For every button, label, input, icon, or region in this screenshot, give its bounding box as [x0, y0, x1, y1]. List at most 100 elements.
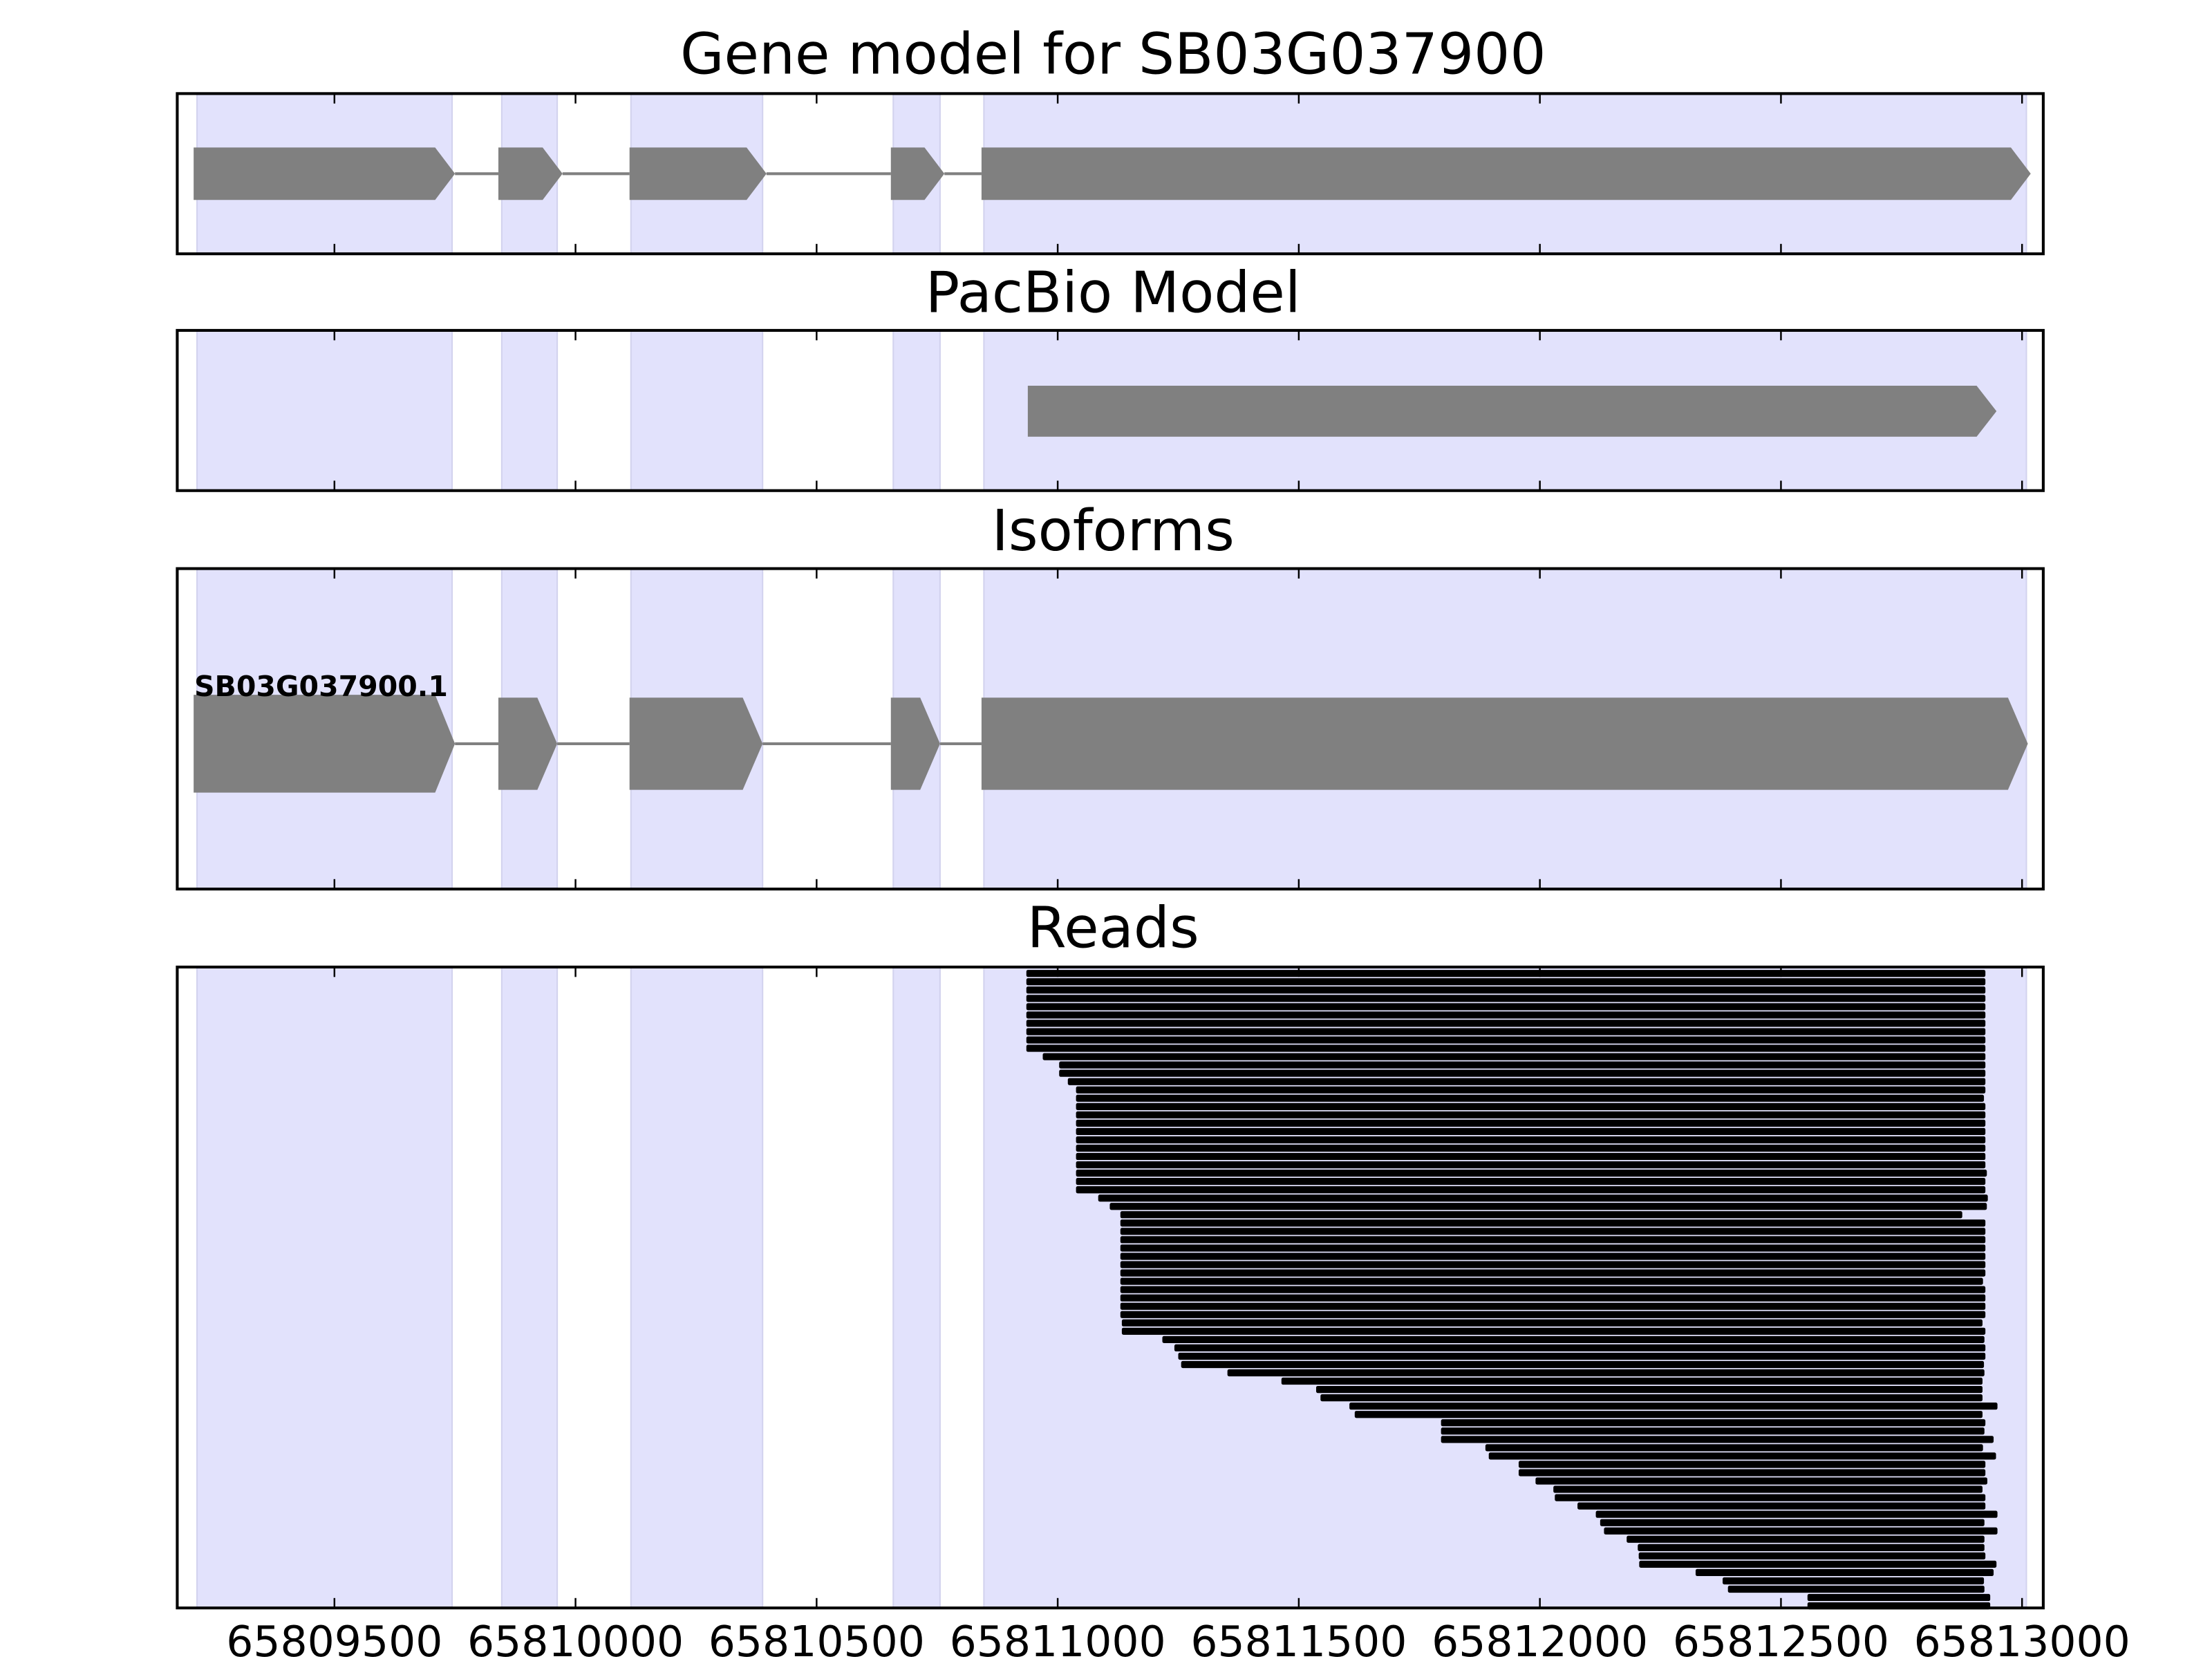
read-bar	[1178, 1352, 1986, 1360]
exon-shade-region	[892, 329, 941, 491]
read-bar	[1026, 1011, 1986, 1019]
x-tick-label: 65810500	[709, 1617, 925, 1659]
exon-shade-region	[500, 966, 559, 1609]
read-bar	[1076, 1094, 1985, 1102]
isoform-exon	[194, 695, 456, 793]
read-bar	[1354, 1411, 1983, 1418]
read-bar	[1121, 1319, 1983, 1327]
panel-2	[176, 567, 2045, 891]
read-bar	[1026, 970, 1986, 977]
exon-shade-region	[630, 966, 764, 1609]
read-bar	[1076, 1161, 1986, 1169]
read-bar	[1076, 1103, 1986, 1110]
read-bar	[1120, 1219, 1986, 1227]
read-bar	[1807, 1593, 1991, 1602]
isoform-exon	[498, 697, 558, 790]
read-bar	[1026, 1028, 1986, 1035]
panel-1	[176, 328, 2045, 492]
read-bar	[1059, 1069, 1986, 1077]
read-bar	[1120, 1211, 1962, 1219]
read-bar	[1638, 1544, 1985, 1551]
exon-shade-region	[500, 329, 559, 491]
read-bar	[1120, 1302, 1986, 1310]
read-bar	[1120, 1236, 1986, 1244]
read-bar	[1120, 1269, 1986, 1277]
x-tick-label: 65809500	[226, 1617, 442, 1659]
read-bar	[1600, 1519, 1985, 1526]
x-tick-label: 65811000	[950, 1617, 1166, 1659]
plot-frame	[176, 567, 2045, 891]
read-bar	[1518, 1469, 1986, 1477]
gene-model-exon	[629, 147, 767, 200]
panel-title-gene-model: Gene model for SB03G037900	[680, 22, 1546, 88]
read-bar	[1349, 1403, 1998, 1410]
read-bar	[1076, 1119, 1986, 1127]
gene-model-exon	[498, 147, 563, 200]
read-bar	[1076, 1086, 1986, 1094]
read-bar	[1026, 978, 1986, 986]
gene-model-exon	[890, 147, 945, 200]
plot-frame	[176, 328, 2045, 492]
read-bar	[1120, 1261, 1986, 1268]
read-bar	[1595, 1510, 1998, 1518]
read-bar	[1723, 1577, 1985, 1585]
read-bar	[1627, 1535, 1985, 1543]
read-bar	[1076, 1152, 1986, 1161]
read-bar	[1120, 1228, 1986, 1235]
isoform-exon	[890, 697, 940, 790]
read-bar	[1120, 1277, 1983, 1285]
read-bar	[1098, 1194, 1988, 1202]
read-bar	[1553, 1485, 1983, 1493]
x-tick-label: 65810000	[467, 1617, 684, 1659]
read-bar	[1695, 1568, 1994, 1577]
read-bar	[1026, 1003, 1986, 1011]
read-bar	[1076, 1144, 1986, 1152]
read-bar	[1120, 1294, 1986, 1302]
x-tick-label: 65811500	[1190, 1617, 1407, 1659]
x-tick-label: 65812000	[1432, 1617, 1648, 1659]
read-bar	[1535, 1477, 1987, 1485]
read-bar	[1181, 1360, 1985, 1369]
isoform-exon	[981, 697, 2028, 790]
read-bar	[1441, 1419, 1986, 1427]
x-tick-label: 65813000	[1914, 1617, 2130, 1659]
exon-shade-region	[196, 966, 453, 1609]
gene-model-exon	[194, 147, 456, 200]
read-bar	[1076, 1169, 1987, 1177]
read-bar	[1488, 1452, 1996, 1460]
isoform-label: SB03G037900.1	[194, 670, 448, 703]
read-bar	[1316, 1385, 1983, 1394]
read-bar	[1120, 1244, 1986, 1252]
read-bar	[1604, 1527, 1998, 1535]
read-bar	[1120, 1311, 1986, 1318]
isoform-exon	[629, 697, 763, 790]
read-bar	[1076, 1178, 1986, 1185]
read-bar	[1121, 1327, 1986, 1335]
read-bar	[1026, 1044, 1986, 1052]
read-bar	[1441, 1427, 1985, 1435]
read-bar	[1518, 1461, 1986, 1468]
exon-shade-region	[630, 329, 764, 491]
x-tick-label: 65812500	[1673, 1617, 1889, 1659]
read-bar	[1109, 1203, 1987, 1210]
read-bar	[1067, 1078, 1986, 1085]
read-bar	[1227, 1369, 1985, 1377]
read-bar	[1059, 1061, 1986, 1069]
panel-3	[176, 965, 2045, 1610]
exon-shade-region	[196, 329, 453, 491]
read-bar	[1120, 1253, 1986, 1260]
panel-title-reads: Reads	[1027, 895, 1199, 961]
exon-shade-region	[892, 966, 941, 1609]
read-bar	[1555, 1494, 1986, 1501]
read-bar	[1577, 1502, 1986, 1510]
read-bar	[1076, 1111, 1986, 1118]
read-bar	[1076, 1186, 1986, 1194]
read-bar	[1485, 1444, 1983, 1452]
read-bar	[1441, 1436, 1994, 1443]
read-bar	[1026, 1036, 1986, 1044]
gene-model-exon	[981, 147, 2031, 200]
read-bar	[1026, 986, 1986, 994]
panel-title-isoforms: Isoforms	[992, 498, 1235, 564]
read-bar	[1026, 995, 1986, 1002]
